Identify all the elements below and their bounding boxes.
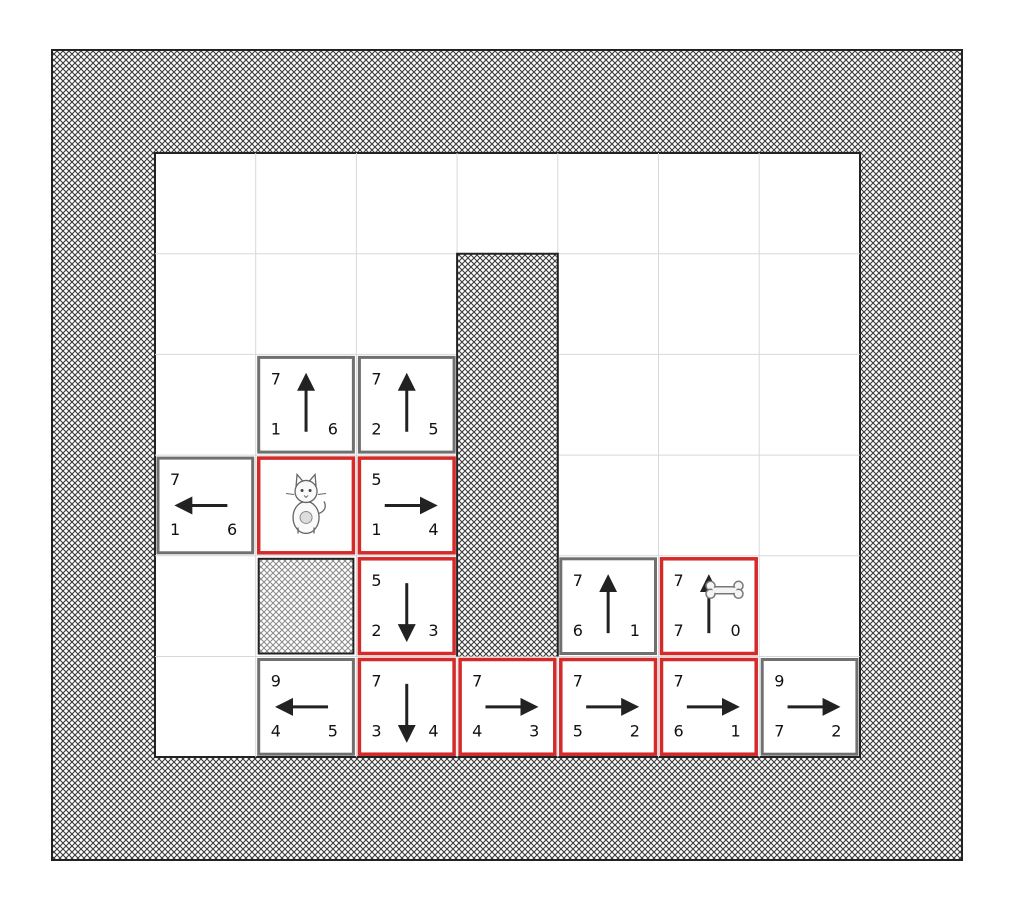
g-value: 4: [472, 722, 482, 741]
cells-layer: 7 1 6 7 2 5 7 1 6 5 1 4 5 2 3 7 6 1 7 7 0 9 4 5 7 3 4 7 4 3 7 5 2 7 6 1 9 7 2: [156, 355, 859, 756]
h-value: 3: [529, 722, 539, 741]
bone-icon: [705, 580, 744, 600]
f-value: 7: [472, 672, 482, 691]
h-value: 6: [328, 419, 338, 438]
path-cell: 5 2 3: [357, 557, 456, 656]
h-value: 3: [428, 621, 438, 640]
g-value: 7: [774, 722, 784, 741]
explored-cell: 7 1 6: [257, 355, 355, 454]
h-value: 1: [630, 621, 640, 640]
g-value: 6: [674, 722, 684, 741]
f-value: 7: [573, 672, 583, 691]
h-value: 0: [731, 621, 741, 640]
g-value: 1: [271, 419, 281, 438]
path-cell: 7 6 1: [659, 657, 758, 756]
explored-cell: 9 7 2: [760, 658, 859, 756]
f-value: 9: [271, 672, 281, 691]
start-cell: [256, 456, 356, 555]
h-value: 4: [428, 722, 438, 741]
walls-layer: [257, 252, 559, 657]
f-value: 7: [371, 672, 381, 691]
h-value: 5: [328, 722, 338, 741]
explored-cell: 9 4 5: [257, 658, 355, 756]
explored-cell: 7 6 1: [559, 557, 657, 655]
g-value: 7: [674, 621, 684, 640]
f-value: 5: [371, 571, 381, 590]
h-value: 2: [630, 722, 640, 741]
f-value: 7: [674, 571, 684, 590]
f-value: 7: [170, 470, 180, 489]
wall-pillar-outline: [456, 252, 559, 657]
path-cell: 7 7 0: [659, 557, 758, 656]
path-cell: 7 5 2: [559, 657, 658, 756]
g-value: 6: [573, 621, 583, 640]
f-value: 7: [371, 369, 381, 388]
f-value: 5: [371, 470, 381, 489]
f-value: 7: [573, 571, 583, 590]
h-value: 6: [227, 520, 237, 539]
wall-pillar: [459, 255, 556, 655]
path-cell: 7 3 4: [357, 657, 456, 756]
h-value: 2: [831, 722, 841, 741]
cat-icon: [285, 472, 327, 535]
g-value: 1: [371, 520, 381, 539]
explored-cell: 7 1 6: [156, 456, 255, 555]
f-value: 7: [271, 369, 281, 388]
h-value: 5: [428, 419, 438, 438]
f-value: 9: [774, 672, 784, 691]
g-value: 2: [371, 621, 381, 640]
g-value: 5: [573, 722, 583, 741]
f-value: 7: [674, 672, 684, 691]
wall-block: [257, 557, 355, 655]
g-value: 4: [271, 722, 281, 741]
g-value: 3: [371, 722, 381, 741]
explored-cell: 7 2 5: [357, 355, 456, 454]
h-value: 1: [731, 722, 741, 741]
path-cell: 5 1 4: [357, 456, 456, 555]
h-value: 4: [428, 520, 438, 539]
g-value: 1: [170, 520, 180, 539]
g-value: 2: [371, 419, 381, 438]
path-cell: 7 4 3: [458, 657, 557, 756]
